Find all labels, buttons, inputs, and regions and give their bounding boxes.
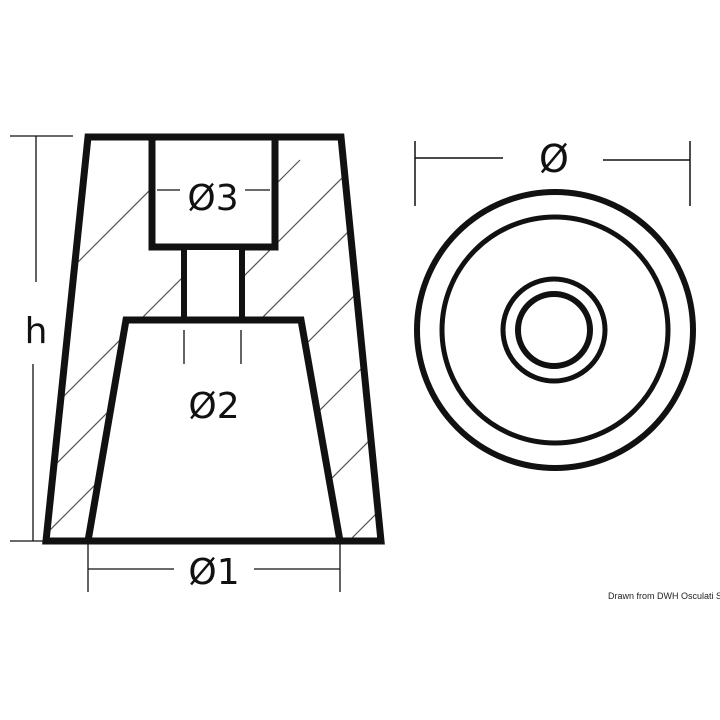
third-ring (500, 276, 608, 384)
height-dimension (10, 135, 73, 542)
end-view (414, 141, 696, 471)
neck-bore-outline (181, 244, 245, 323)
diameter-2-label: Ø2 (188, 386, 239, 427)
outer-diameter-dimension (414, 141, 691, 206)
diameter-1-dimension (87, 544, 341, 592)
outer-ring (414, 189, 696, 471)
lower-cavity-outline (83, 316, 345, 545)
diameter-2-dimension (183, 330, 242, 364)
inner-ring (515, 291, 593, 369)
second-ring (439, 214, 671, 446)
credit-text: Drawn from DWH Osculati Srl (608, 591, 720, 601)
diameter-3-label: Ø3 (187, 178, 238, 219)
outer-diameter-label: Ø (539, 137, 569, 181)
section-view: h Ø3 Ø2 Ø1 (10, 133, 385, 593)
diameter-1-label: Ø1 (188, 552, 239, 593)
height-label: h (25, 311, 48, 352)
